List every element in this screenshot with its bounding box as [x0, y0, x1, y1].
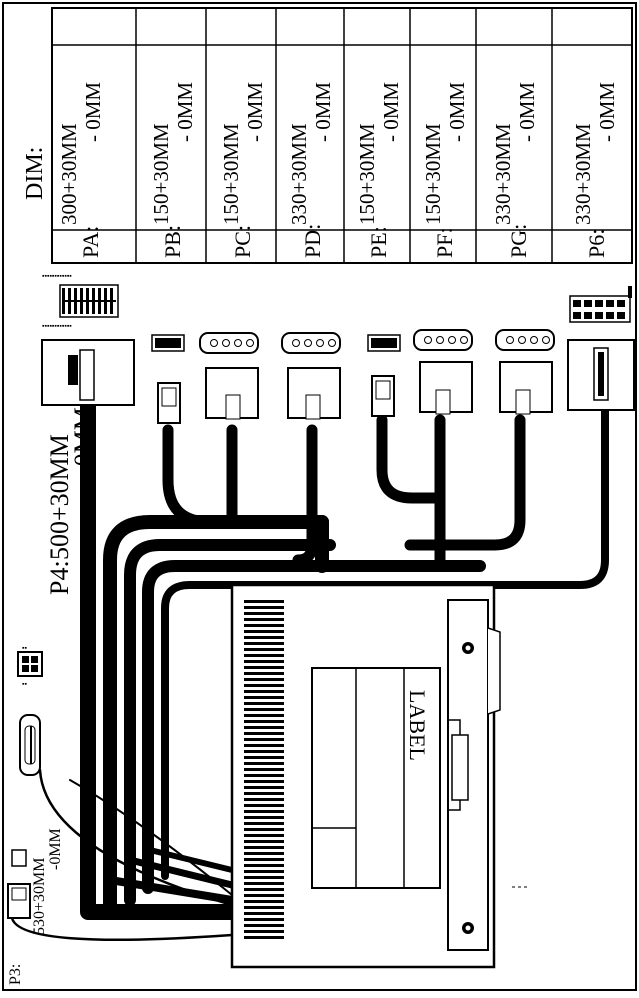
- dim-row-pd-tolerance: - 0MM: [311, 82, 335, 142]
- dim-row-pc-tolerance: - 0MM: [243, 82, 267, 142]
- cable-bundle: [10, 392, 609, 942]
- molex-connector-pg: [495, 329, 555, 415]
- dim-row-pa-length: 300+30MM: [57, 123, 81, 225]
- pcie-connector-p6: [567, 286, 635, 411]
- dim-table: DIM: PA: 300+30MM - 0MM PB: 150+30MM - 0…: [22, 7, 633, 264]
- dim-row-pe-name: PE:: [366, 226, 391, 258]
- dim-row-pb-tolerance: - 0MM: [173, 82, 197, 142]
- p3-name: P3:: [7, 964, 24, 985]
- p4-length: 500+30MM: [45, 434, 74, 560]
- dim-row-p6-name: P6:: [584, 229, 609, 258]
- dim-row-p6-length: 330+30MM: [571, 123, 595, 225]
- p3-tolerance: -0MM: [47, 828, 64, 870]
- dim-row-pg-name: PG:: [506, 224, 531, 258]
- dim-row-pc-name: PC:: [230, 225, 255, 258]
- svg-text:▪▪: ▪▪: [22, 644, 27, 652]
- floppy-connector-pe: [367, 334, 401, 417]
- dim-row-pf-length: 150+30MM: [421, 123, 445, 225]
- dim-row-pd-name: PD:: [300, 224, 325, 258]
- dim-row-pb-length: 150+30MM: [149, 123, 173, 225]
- dim-row-pe-tolerance: - 0MM: [379, 82, 403, 142]
- molex-connector-pc: [199, 332, 259, 420]
- dim-row-pd-length: 330+30MM: [287, 123, 311, 225]
- p3-connector: [7, 714, 41, 919]
- svg-text:▪▪▪▪▪▪▪▪▪▪▪▪: ▪▪▪▪▪▪▪▪▪▪▪▪: [42, 272, 72, 280]
- floppy-connector-pb: [151, 334, 185, 424]
- psu-label-text: LABEL: [405, 690, 430, 761]
- psu-vent: [244, 600, 284, 939]
- p4-name: P4:: [45, 560, 74, 595]
- dim-row-pa-tolerance: - 0MM: [81, 82, 105, 142]
- p4-callout: P4: 500+30MM -0MM: [45, 407, 98, 595]
- p3-callout: P3: 530+30MM -0MM: [7, 828, 64, 985]
- p4-4pin-connector: ▪▪ ▪▪: [17, 644, 43, 688]
- dim-row-pa-name: PA:: [78, 226, 103, 258]
- dim-row-pe-length: 150+30MM: [355, 123, 379, 225]
- psu-rear-plate: [447, 599, 501, 951]
- dim-row-pf-tolerance: - 0MM: [445, 82, 469, 142]
- dim-header: DIM:: [22, 147, 48, 200]
- p3-length: 530+30MM: [31, 858, 48, 935]
- dim-row-pg-length: 330+30MM: [491, 123, 515, 225]
- connectors: ▪▪▪▪▪▪▪▪▪▪▪▪ ▪▪▪▪▪▪▪▪▪▪▪▪: [7, 272, 635, 919]
- dim-row-pg-tolerance: - 0MM: [515, 82, 539, 142]
- molex-connector-pf: [413, 329, 473, 415]
- molex-connector-pd: [281, 332, 341, 420]
- svg-text:▪▪: ▪▪: [22, 680, 27, 688]
- psu-body: LABEL: [230, 583, 501, 969]
- p4-tolerance: -0MM: [69, 407, 98, 475]
- psu-label-panel: LABEL: [311, 667, 441, 889]
- dim-row-pc-length: 150+30MM: [219, 123, 243, 225]
- dim-row-pf-name: PF:: [432, 227, 457, 258]
- atx-24pin-connector: ▪▪▪▪▪▪▪▪▪▪▪▪ ▪▪▪▪▪▪▪▪▪▪▪▪: [41, 272, 135, 406]
- dim-row-p6-tolerance: - 0MM: [595, 82, 619, 142]
- svg-text:▪▪▪▪▪▪▪▪▪▪▪▪: ▪▪▪▪▪▪▪▪▪▪▪▪: [42, 322, 72, 330]
- dim-row-pb-name: PB:: [160, 225, 185, 258]
